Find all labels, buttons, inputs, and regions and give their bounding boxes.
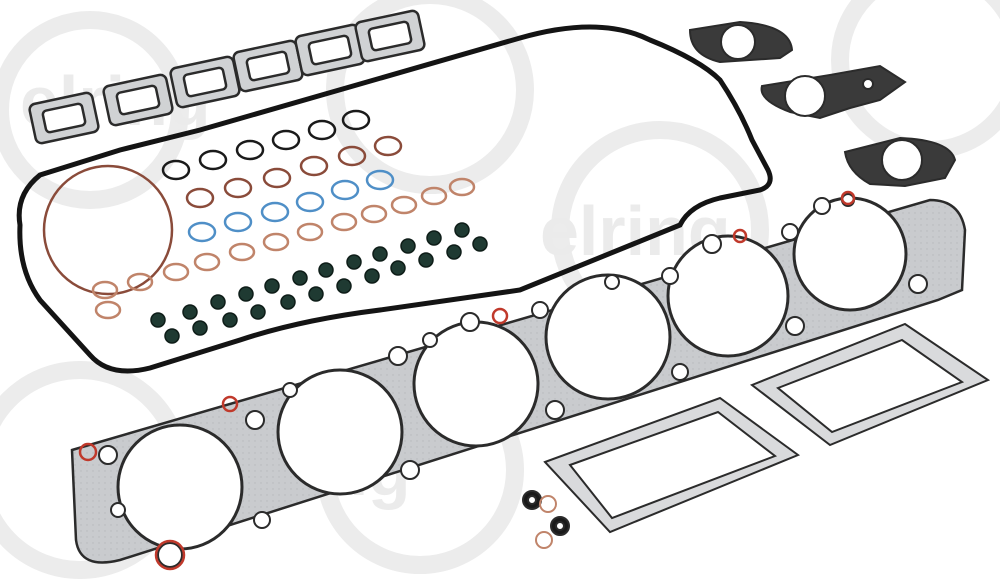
flange-gasket [843,136,957,188]
flange-gasket [688,20,794,64]
large-o-ring [42,164,174,296]
cover-gasket [543,396,801,534]
manifold-gasket [102,73,174,127]
manifold-gasket [294,23,366,77]
sealing-washers [522,490,570,549]
valve-cover-gasket [16,24,773,374]
flange-gaskets [688,20,957,188]
manifold-gasket [354,9,426,63]
cylinder-bores [116,196,908,551]
cylinder-head-gasket [70,190,967,571]
flange-gasket [760,64,907,120]
manifold-gasket [28,91,100,145]
gasket-holes [98,193,928,568]
cover-gasket [749,322,991,447]
o-rings [91,109,476,320]
rectangular-cover-gaskets [543,322,991,534]
red-o-rings [78,190,856,571]
exhaust-manifold-gaskets [28,9,426,145]
valve-stem-seals [150,222,488,344]
manifold-gasket [232,39,304,93]
